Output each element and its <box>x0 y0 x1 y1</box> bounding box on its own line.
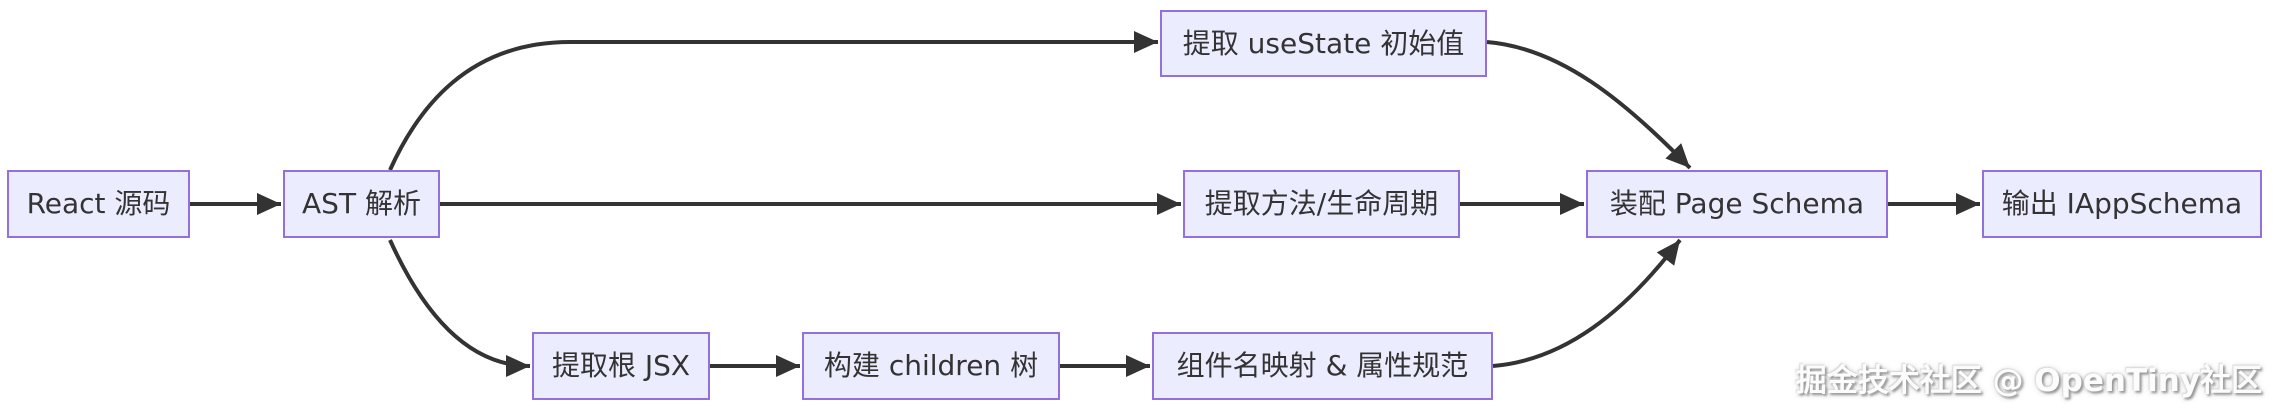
node-extract-methods: 提取方法/生命周期 <box>1183 170 1460 238</box>
node-build-children-tree: 构建 children 树 <box>802 332 1060 400</box>
edge-usestate-to-pageschema <box>1486 40 1692 170</box>
watermark-text: 掘金技术社区 @ OpenTiny社区 <box>1795 363 2262 399</box>
node-react-source: React 源码 <box>7 170 190 238</box>
node-ast-parse: AST 解析 <box>283 170 440 238</box>
edge-ast-to-rootjsx <box>388 239 531 377</box>
node-output-iappschema: 输出 IAppSchema <box>1982 170 2262 238</box>
node-extract-usestate: 提取 useState 初始值 <box>1160 10 1487 77</box>
node-assemble-page-schema: 装配 Page Schema <box>1586 170 1888 238</box>
node-extract-root-jsx: 提取根 JSX <box>532 332 710 400</box>
node-component-mapping: 组件名映射 & 属性规范 <box>1152 332 1493 400</box>
edge-mapping-to-pageschema <box>1492 238 1682 368</box>
edge-ast-to-usestate <box>388 31 1158 171</box>
